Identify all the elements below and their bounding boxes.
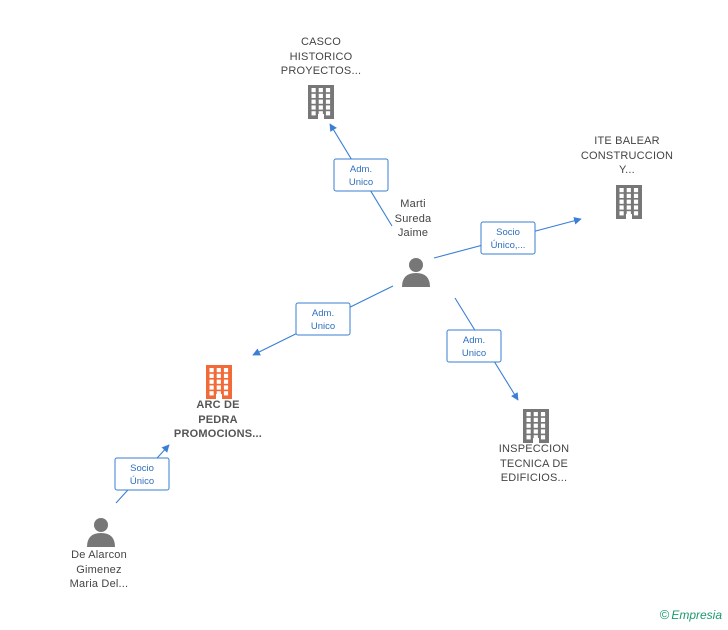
node-label-line: INSPECCION bbox=[498, 443, 570, 455]
brand-watermark: ©Empresia bbox=[660, 607, 722, 622]
node-label-line: De Alarcon bbox=[71, 549, 127, 561]
node-label-line: Marti bbox=[400, 198, 426, 210]
edge-label-line: Socio bbox=[130, 463, 154, 474]
node-label-line: CASCO bbox=[300, 36, 342, 48]
building-icon-inspeccion[interactable] bbox=[523, 409, 549, 443]
person-icon-dealarcon[interactable] bbox=[87, 518, 115, 547]
edge-label-line: Único bbox=[130, 476, 154, 487]
building-icon-ite[interactable] bbox=[616, 185, 642, 219]
person-icon-marti[interactable] bbox=[402, 258, 430, 287]
node-label-line: PROMOCIONS... bbox=[173, 428, 263, 440]
node-label-line: Sureda bbox=[394, 212, 432, 225]
node-label-line: TECNICA DE bbox=[499, 457, 568, 470]
edge-label-marti-arc[interactable]: Adm. Unico bbox=[295, 302, 351, 336]
node-label-inspeccion[interactable]: INSPECCION TECNICA DE EDIFICIOS... bbox=[474, 442, 594, 486]
node-label-casco[interactable]: CASCO HISTORICO PROYECTOS... bbox=[261, 35, 381, 79]
edge-label-line: Único,... bbox=[491, 240, 526, 251]
edge-label-line: Unico bbox=[311, 321, 335, 332]
edge-label-line: Adm. bbox=[312, 308, 334, 319]
edge-label-marti-inspeccion[interactable]: Adm. Unico bbox=[446, 329, 502, 363]
node-label-line: Maria Del... bbox=[69, 578, 129, 590]
node-label-line: Y... bbox=[619, 164, 635, 176]
node-label-line: PROYECTOS... bbox=[280, 65, 362, 77]
edge-label-line: Unico bbox=[462, 348, 486, 359]
node-label-line: EDIFICIOS... bbox=[500, 472, 568, 484]
node-label-line: CONSTRUCCION bbox=[580, 149, 674, 162]
edge-label-line: Socio bbox=[496, 227, 520, 238]
node-label-line: ARC DE bbox=[196, 399, 240, 411]
node-label-line: PEDRA bbox=[198, 413, 238, 426]
building-icon-casco[interactable] bbox=[308, 85, 334, 119]
brand-name: Empresia bbox=[671, 608, 722, 622]
node-label-line: ITE BALEAR bbox=[594, 135, 660, 147]
node-label-line: Gimenez bbox=[76, 563, 122, 576]
copyright-icon: © bbox=[659, 607, 670, 622]
edge-label-marti-casco[interactable]: Adm. Unico bbox=[333, 158, 389, 192]
building-icon-arc[interactable] bbox=[206, 365, 232, 399]
node-label-line: HISTORICO bbox=[289, 50, 353, 63]
node-label-line: Jaime bbox=[397, 227, 429, 239]
edge-label-line: Adm. bbox=[463, 335, 485, 346]
node-label-arc[interactable]: ARC DE PEDRA PROMOCIONS... bbox=[158, 398, 278, 442]
edge-label-marti-ite[interactable]: SocioÚnico,... bbox=[480, 221, 536, 255]
edge-label-line: Unico bbox=[349, 177, 373, 188]
node-label-ite[interactable]: ITE BALEAR CONSTRUCCION Y... bbox=[567, 134, 687, 178]
edge-label-line: Adm. bbox=[350, 164, 372, 175]
